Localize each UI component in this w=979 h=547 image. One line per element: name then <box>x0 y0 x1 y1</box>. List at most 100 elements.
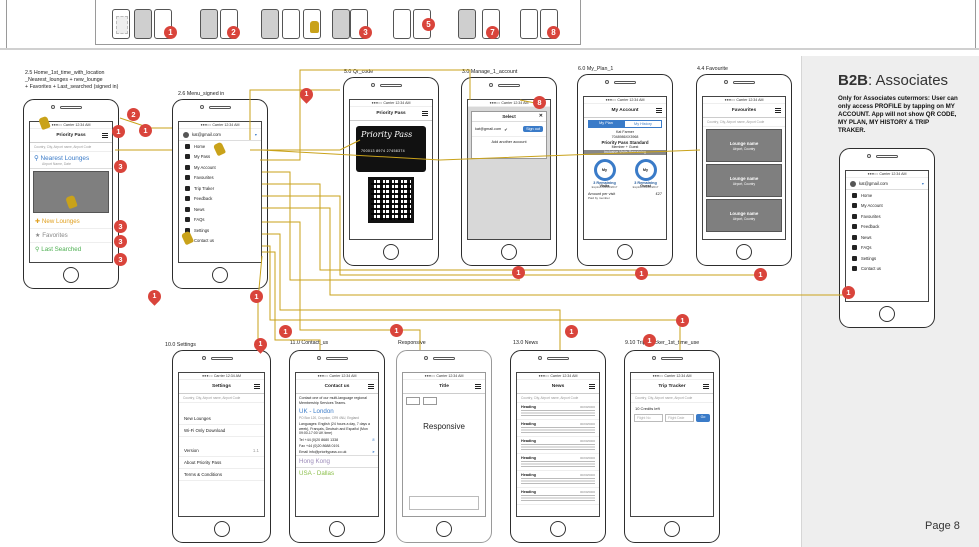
menu-icon[interactable] <box>422 111 428 116</box>
menu-icon[interactable] <box>703 384 709 389</box>
flight-number-input[interactable]: Flight No <box>634 414 663 422</box>
menu-item[interactable]: Favourites <box>846 211 928 222</box>
home-button[interactable] <box>879 306 895 322</box>
home-button[interactable] <box>329 521 345 537</box>
flight-date-input[interactable]: Flight Date <box>665 414 694 422</box>
settings-row[interactable]: Wi-Fi Only Download <box>179 425 264 437</box>
chevron-down-icon[interactable]: ▾ <box>921 181 924 186</box>
menu-item-label: Home <box>194 143 206 149</box>
sign-out-button[interactable]: Sign out <box>523 126 543 132</box>
region-usa[interactable]: USA - Dallas <box>299 470 335 478</box>
menu-item[interactable]: Feedback <box>179 194 261 205</box>
home-button[interactable] <box>736 244 752 260</box>
menu-item[interactable]: Settings <box>179 225 261 236</box>
home-button[interactable] <box>212 267 228 283</box>
menu-account-row[interactable]: kat@gmail.com ▾ <box>179 129 261 141</box>
home-button[interactable] <box>550 521 566 537</box>
settings-row-label: Wi-Fi Only Download <box>184 428 226 433</box>
home-button[interactable] <box>63 267 79 283</box>
responsive-body: Responsive <box>423 422 465 431</box>
menu-item[interactable]: Home <box>179 141 261 152</box>
go-button[interactable]: Go <box>696 414 710 422</box>
region-uk[interactable]: UK - London <box>299 408 334 416</box>
tab-my-history[interactable]: My History <box>624 120 662 128</box>
lounge-name: Lounge name <box>729 210 759 216</box>
flow-badge: 1 <box>279 325 292 338</box>
phone-link[interactable]: Tel +44 (0)20 8680 1338 <box>299 438 339 443</box>
menu-item[interactable]: News <box>179 204 261 215</box>
visits-gauges: My Visits My Guest <box>584 159 666 188</box>
home-button[interactable] <box>501 244 517 260</box>
email-link[interactable]: Email info@prioritypass.co.uk <box>299 450 347 455</box>
search-input[interactable]: Country, City, Airport name, Airport Cod… <box>30 143 112 152</box>
menu-icon[interactable] <box>589 384 595 389</box>
settings-row[interactable]: Terms & Conditions <box>179 469 264 481</box>
screen-label: 6.0 My_Plan_1 <box>578 66 614 72</box>
menu-item[interactable]: My Account <box>179 162 261 173</box>
menu-item[interactable]: Favourites <box>179 173 261 184</box>
favorites-link[interactable]: ★ Favorites <box>30 229 112 243</box>
tab-placeholder[interactable] <box>406 397 420 405</box>
add-account-button[interactable]: Add another account <box>472 136 546 147</box>
last-searched-link[interactable]: ⚲ Last Searched <box>35 246 82 253</box>
trip-navbar: Trip Tracker <box>631 380 713 394</box>
menu-item[interactable]: Trip Traker <box>179 183 261 194</box>
tab-placeholder[interactable] <box>423 397 437 405</box>
menu-item-label: My Account <box>861 203 883 209</box>
close-icon[interactable]: ✕ <box>538 113 543 119</box>
home-button[interactable] <box>664 521 680 537</box>
flow-badge: 1 <box>390 324 403 337</box>
menu-item[interactable]: My Account <box>846 201 928 212</box>
settings-row-label: About Priority Pass <box>184 460 222 465</box>
menu-icon[interactable] <box>102 133 108 138</box>
menu-item[interactable]: News <box>846 232 928 243</box>
search-input[interactable]: Country, City, Airport name, Airport Cod… <box>179 394 264 403</box>
menu-item[interactable]: Feedback <box>846 222 928 233</box>
settings-row[interactable]: About Priority Pass <box>179 457 264 469</box>
menu-item-icon <box>852 213 857 219</box>
menu-account-row[interactable]: kat@gmail.com ▾ <box>846 178 928 190</box>
menu-item[interactable]: FAQs <box>179 215 261 226</box>
flow-badge: 1 <box>565 325 578 338</box>
search-input[interactable]: Country, City, Airport name, Airport Cod… <box>703 118 785 127</box>
flow-pin: 1 <box>251 335 270 354</box>
home-button[interactable] <box>213 521 230 537</box>
menu-item[interactable]: FAQs <box>846 243 928 254</box>
menu-icon[interactable] <box>475 384 481 389</box>
check-icon: ✔ <box>504 127 508 132</box>
menu-icon[interactable] <box>775 108 781 113</box>
thumb-screen <box>134 9 152 39</box>
flow-badge: 2 <box>127 108 140 121</box>
menu-item[interactable]: Settings <box>846 253 928 264</box>
tab-my-plan[interactable]: My Plan <box>588 120 624 128</box>
menu-icon[interactable] <box>368 384 374 389</box>
menu-icon[interactable] <box>656 108 662 113</box>
search-input[interactable]: Country, City, Airport name, Airport Cod… <box>631 394 713 403</box>
menu-item[interactable]: Home <box>846 190 928 201</box>
settings-row[interactable]: New Lounges <box>179 413 264 425</box>
region-hong-kong[interactable]: Hong Kong <box>296 456 378 469</box>
home-button[interactable] <box>617 244 633 260</box>
new-lounges-link[interactable]: ✚ New Lounges <box>30 215 112 229</box>
phone-icon[interactable]: ✆ <box>371 438 375 443</box>
home-button[interactable] <box>436 521 452 537</box>
flow-badge: 1 <box>842 286 855 299</box>
nearest-lounges-row[interactable]: ⚲ Nearest Lounges Airport Name, Date <box>30 152 112 169</box>
send-icon[interactable]: ➤ <box>371 450 375 455</box>
menu-item[interactable]: My Pass <box>179 152 261 163</box>
search-input[interactable]: Country, City, Airport name, Airport Cod… <box>517 394 599 403</box>
chevron-down-icon[interactable]: ▾ <box>254 132 257 137</box>
menu-icon[interactable] <box>254 384 260 389</box>
home-button[interactable] <box>383 244 399 260</box>
menu-item[interactable]: Contact us <box>846 264 928 275</box>
